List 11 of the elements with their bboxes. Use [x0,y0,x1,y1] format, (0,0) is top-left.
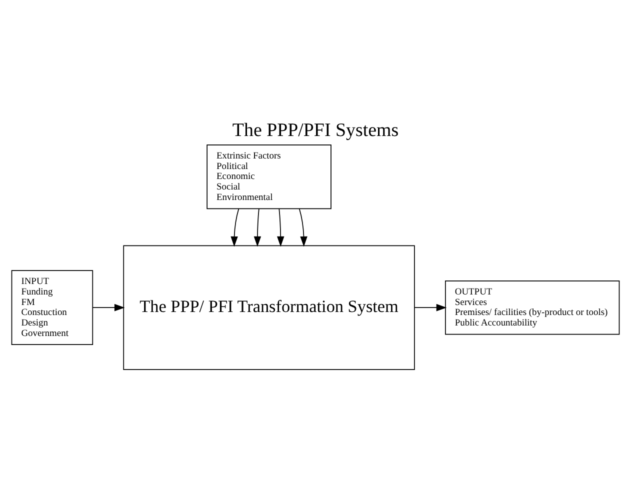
arrow [92,304,125,312]
arrow [254,208,262,247]
node-box: INPUT Funding FM Constuction Design Government [11,270,94,346]
node-box: Extrinsic Factors Political Economic Social Environmental [206,144,332,210]
arrow [414,304,447,312]
arrow [298,208,308,247]
arrow [230,208,240,247]
diagram-title: The PPP/PFI Systems [232,120,399,142]
node-box: OUTPUT Services Premises/ facilities (by-product or tools) Public Accountability [445,280,620,335]
arrow [277,208,284,247]
node-box: The PPP/ PFI Transformation System [123,245,415,370]
